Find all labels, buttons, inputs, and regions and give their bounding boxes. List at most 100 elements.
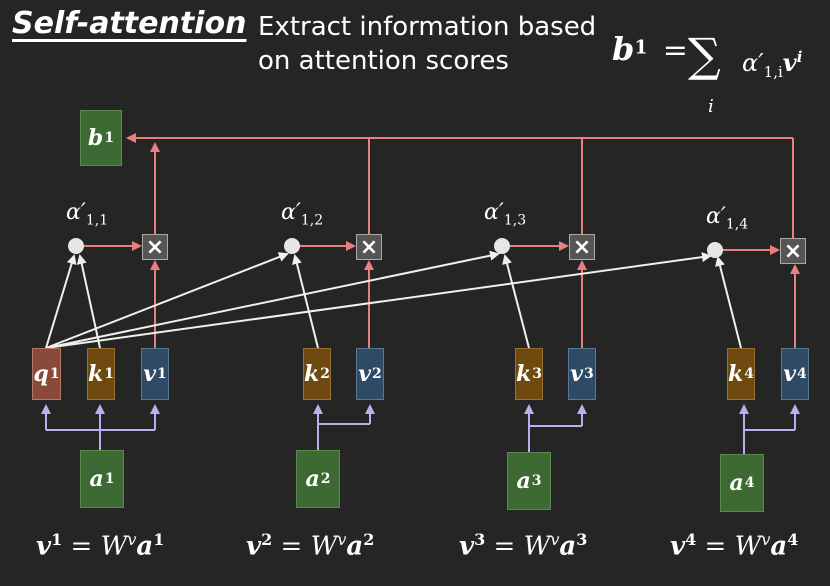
veq-rhs-4: a (770, 531, 788, 562)
veq-W-3: W (523, 531, 551, 562)
k-label-2: k (304, 361, 320, 387)
veq-rhs-sup-3: 3 (576, 530, 588, 549)
eq-equals: = (662, 33, 688, 68)
value-equation-4: v4 = Wva4 (670, 530, 798, 562)
veq-rhs-3: a (559, 531, 577, 562)
value-equation-3: v3 = Wva3 (459, 530, 587, 562)
veq-eq-2: = (280, 531, 303, 562)
a-sup-3: 3 (531, 473, 542, 489)
score-sub-3: 1,3 (503, 212, 527, 229)
slide-subtitle: Extract information based on attention s… (258, 12, 597, 76)
v-label-2: v (358, 361, 372, 387)
b-sup: 1 (104, 130, 115, 146)
k-sup-4: 4 (744, 366, 754, 382)
a-label-2: a (305, 466, 320, 492)
a-label-3: a (516, 468, 531, 494)
score-sub-2: 1,2 (300, 212, 324, 229)
veq-rhs-1: a (136, 531, 154, 562)
eq-sum-index: i (708, 96, 714, 117)
veq-eq-1: = (70, 531, 93, 562)
score-sub-4: 1,4 (725, 216, 749, 233)
k-label-3: k (516, 361, 532, 387)
score-sub-1: 1,1 (85, 212, 109, 229)
score-node-2 (284, 238, 300, 254)
veq-sup-4: 4 (685, 530, 697, 549)
a-label-4: a (729, 470, 744, 496)
eq-alpha: α′ (742, 49, 764, 77)
attention-lines (45, 250, 742, 349)
eq-sum: ∑ (688, 28, 721, 82)
value-equation-2: v2 = Wva2 (246, 530, 374, 562)
score-alpha-2: α′ (281, 200, 301, 225)
v-label-4: v (783, 361, 797, 387)
score-node-4 (707, 242, 723, 258)
v-label-3: v (570, 361, 584, 387)
a-sup-2: 2 (320, 471, 331, 487)
score-alpha-1: α′ (66, 200, 86, 225)
multiply-node-1: × (142, 234, 168, 260)
eq-term: α′1,ivi (742, 48, 802, 81)
veq-W-2: W (310, 531, 338, 562)
veq-lhs-2: v (246, 531, 262, 562)
veq-sup-1: 1 (51, 530, 63, 549)
veq-rhs-sup-2: 2 (363, 530, 375, 549)
score-label-1: α′1,1 (66, 200, 108, 228)
q-label-1: q (33, 361, 49, 387)
k-label-1: k (88, 361, 104, 387)
multiply-node-3: × (569, 234, 595, 260)
v-sup-2: 2 (372, 366, 382, 382)
k-sup-3: 3 (532, 366, 542, 382)
multiply-node-4: × (780, 238, 806, 264)
a-sup-4: 4 (744, 475, 755, 491)
eq-v: v (782, 48, 797, 77)
v-sup-3: 3 (584, 366, 594, 382)
q-sup-1: 1 (49, 366, 60, 382)
multiply-node-2: × (356, 234, 382, 260)
score-alpha-3: α′ (484, 200, 504, 225)
score-label-3: α′1,3 (484, 200, 526, 228)
value-equation-1: v1 = Wva1 (36, 530, 164, 562)
input-lines (41, 404, 800, 454)
veq-sup-3: 3 (474, 530, 486, 549)
v-label-1: v (143, 361, 157, 387)
score-label-4: α′1,4 (706, 204, 748, 232)
veq-W-1: W (100, 531, 128, 562)
veq-Wsup-3: v (550, 530, 560, 549)
veq-Wsup-2: v (337, 530, 347, 549)
veq-Wsup-1: v (127, 530, 137, 549)
a-sup-1: 1 (104, 471, 115, 487)
veq-lhs-4: v (670, 531, 686, 562)
veq-rhs-sup-1: 1 (153, 530, 165, 549)
v-sup-4: 4 (797, 366, 807, 382)
score-node-1 (68, 238, 84, 254)
main-equation: b1 = (612, 30, 698, 68)
veq-Wsup-4: v (761, 530, 771, 549)
slide-title: Self-attention (12, 6, 247, 41)
veq-lhs-1: v (36, 531, 52, 562)
veq-rhs-sup-4: 4 (787, 530, 799, 549)
eq-lhs: b (612, 30, 635, 68)
k-sup-2: 2 (320, 366, 330, 382)
eq-alpha-sub: 1,i (763, 62, 783, 81)
output-lines (84, 133, 800, 348)
veq-sup-2: 2 (261, 530, 273, 549)
k-label-4: k (728, 361, 744, 387)
score-node-3 (494, 238, 510, 254)
a-label-1: a (89, 466, 104, 492)
score-label-2: α′1,2 (281, 200, 323, 228)
